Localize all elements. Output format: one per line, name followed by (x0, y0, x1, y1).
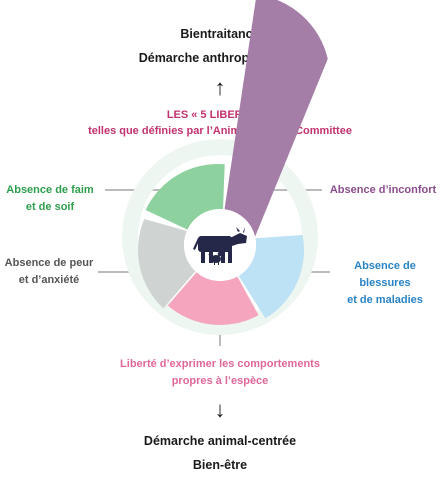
discomfort-label: Absence d’inconfort (329, 184, 437, 196)
fear-segment (137, 218, 196, 309)
hunger-thirst-label: Absence de faim et de soif (6, 184, 94, 213)
down-arrow-icon: ↓ (214, 397, 226, 422)
behaviour-segment (167, 272, 259, 325)
injury-segment (238, 235, 304, 319)
up-arrow-icon: ↑ (214, 75, 226, 100)
behaviour-label: Liberté d’exprimer les comportements pro… (120, 358, 320, 387)
bientraitance-title: Bientraitance (180, 27, 260, 41)
discomfort-segment (224, 0, 328, 237)
bien-etre-title: Bien-être (192, 458, 248, 472)
fear-anxiety-label: Absence de peur et d’anxiété (4, 257, 94, 286)
animal-centred-title: Démarche animal-centrée (143, 434, 297, 448)
injury-disease-label: Absence de blessures et de maladies (347, 260, 423, 306)
chicken-icon (208, 251, 225, 265)
hunger-segment (145, 164, 225, 230)
outer-ring (122, 139, 318, 335)
